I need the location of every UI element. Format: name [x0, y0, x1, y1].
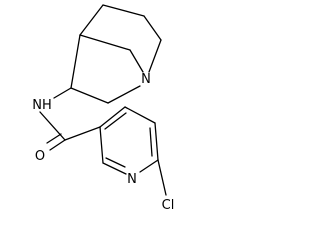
- quinuclidine-ring: [70, 4, 162, 104]
- bond-c6-c7: [143, 15, 162, 41]
- bond-carbonyl-o-double: [46, 133, 62, 144]
- bond-c8-n1: [129, 49, 144, 73]
- bond-c3-c2: [70, 87, 109, 104]
- atom-label-o: O: [35, 149, 45, 164]
- bond-c3-ctop: [70, 34, 81, 89]
- bond-c6pyr-npyr: [139, 159, 159, 173]
- bond-c5pyr-c6pyr: [154, 122, 159, 161]
- structure-diagram: N NH O N Cl: [32, 4, 175, 213]
- bond-c6pyr-cl: [157, 159, 167, 196]
- pyridine-ring: [99, 106, 167, 196]
- bond-npyr-c2pyr-inner: [105, 157, 126, 168]
- bond-ctop-c8: [79, 34, 131, 51]
- bond-c5pyr-c6pyr-inner: [149, 127, 153, 157]
- bond-carbonyl-o: [49, 139, 66, 151]
- atom-label-cl: Cl: [162, 198, 175, 213]
- bond-npyr-c2pyr: [102, 162, 127, 175]
- bond-c3pyr-c4pyr-inner: [104, 112, 127, 130]
- atom-label-nh: NH: [32, 98, 52, 113]
- bond-c2-n1: [107, 85, 141, 104]
- atom-label-n-bridgehead: N: [141, 72, 151, 87]
- bond-ctop-c5: [79, 4, 104, 36]
- bond-c4pyr-c5pyr: [124, 106, 156, 124]
- amide-linkage: [39, 87, 101, 151]
- bond-c7-n1: [148, 39, 162, 73]
- atom-label-n-pyridine: N: [127, 172, 137, 187]
- bond-c5-c6: [102, 4, 145, 17]
- bond-nh-carbonyl: [39, 111, 66, 141]
- bond-c2pyr-c3pyr: [99, 126, 104, 164]
- bond-c3pyr-c4pyr: [99, 106, 126, 128]
- bond-carbonyl-c3pyr: [64, 126, 101, 141]
- bond-c3-nh: [53, 87, 72, 99]
